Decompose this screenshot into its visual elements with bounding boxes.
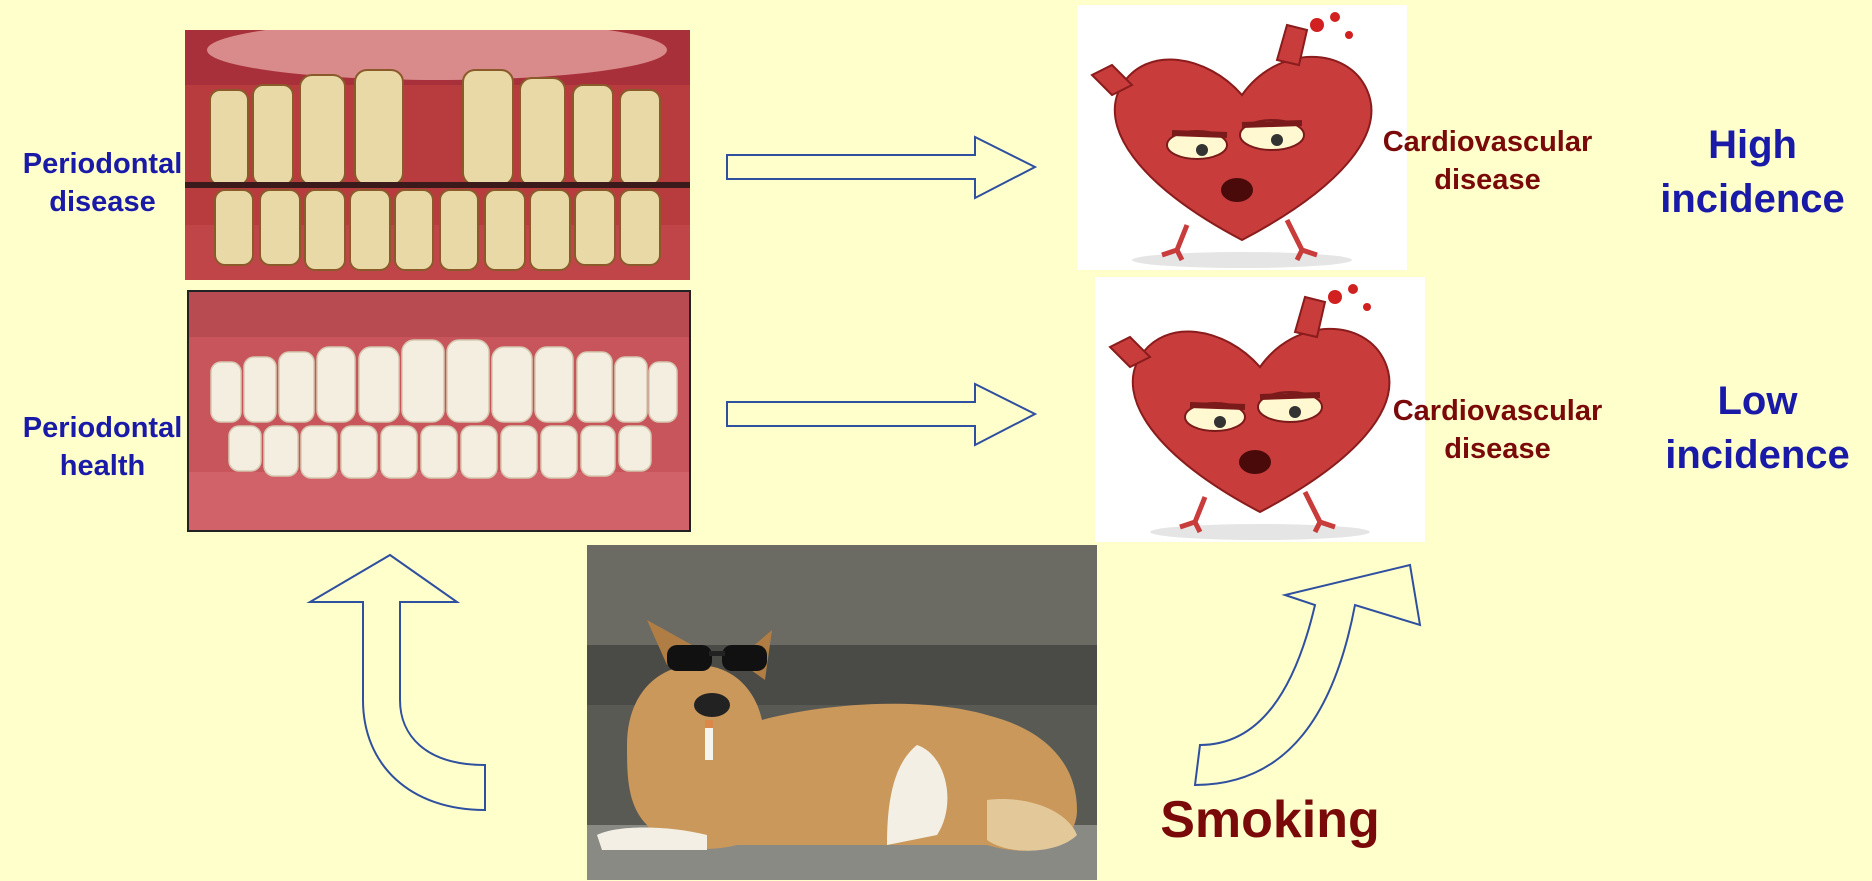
periodontal-health-label-line-2: health [10,448,195,486]
periodontal-health-label: Periodontal health [10,410,195,485]
sad-heart-image-1 [1077,5,1407,270]
smoking-dog-photo [587,545,1097,880]
low-incidence-line-1: Low [1645,374,1870,428]
curved-up-arrow-right-icon [1190,560,1425,790]
diseased-teeth-photo [185,30,690,280]
low-incidence-line-2: incidence [1645,428,1870,482]
smoking-label: Smoking [1140,790,1400,850]
cardiovascular-label-2-line-1: Cardiovascular [1375,393,1620,431]
low-incidence-label: Low incidence [1645,374,1870,482]
healthy-teeth-photo [187,290,691,532]
high-incidence-line-1: High [1640,118,1865,172]
high-incidence-line-2: incidence [1640,172,1865,226]
curved-up-arrow-left-icon [305,550,500,815]
periodontal-disease-label: Periodontal disease [10,146,195,221]
right-arrow-2-icon [725,382,1040,447]
cardiovascular-label-2-line-2: disease [1375,431,1620,469]
periodontal-health-label-line-1: Periodontal [10,410,195,448]
periodontal-disease-label-line-1: Periodontal [10,146,195,184]
high-incidence-label: High incidence [1640,118,1865,226]
right-arrow-1-icon [725,135,1040,200]
periodontal-disease-label-line-2: disease [10,184,195,222]
cardiovascular-label-1-line-1: Cardiovascular [1365,124,1610,162]
cardiovascular-label-1-line-2: disease [1365,162,1610,200]
cardiovascular-disease-label-2: Cardiovascular disease [1375,393,1620,468]
cardiovascular-disease-label-1: Cardiovascular disease [1365,124,1610,199]
